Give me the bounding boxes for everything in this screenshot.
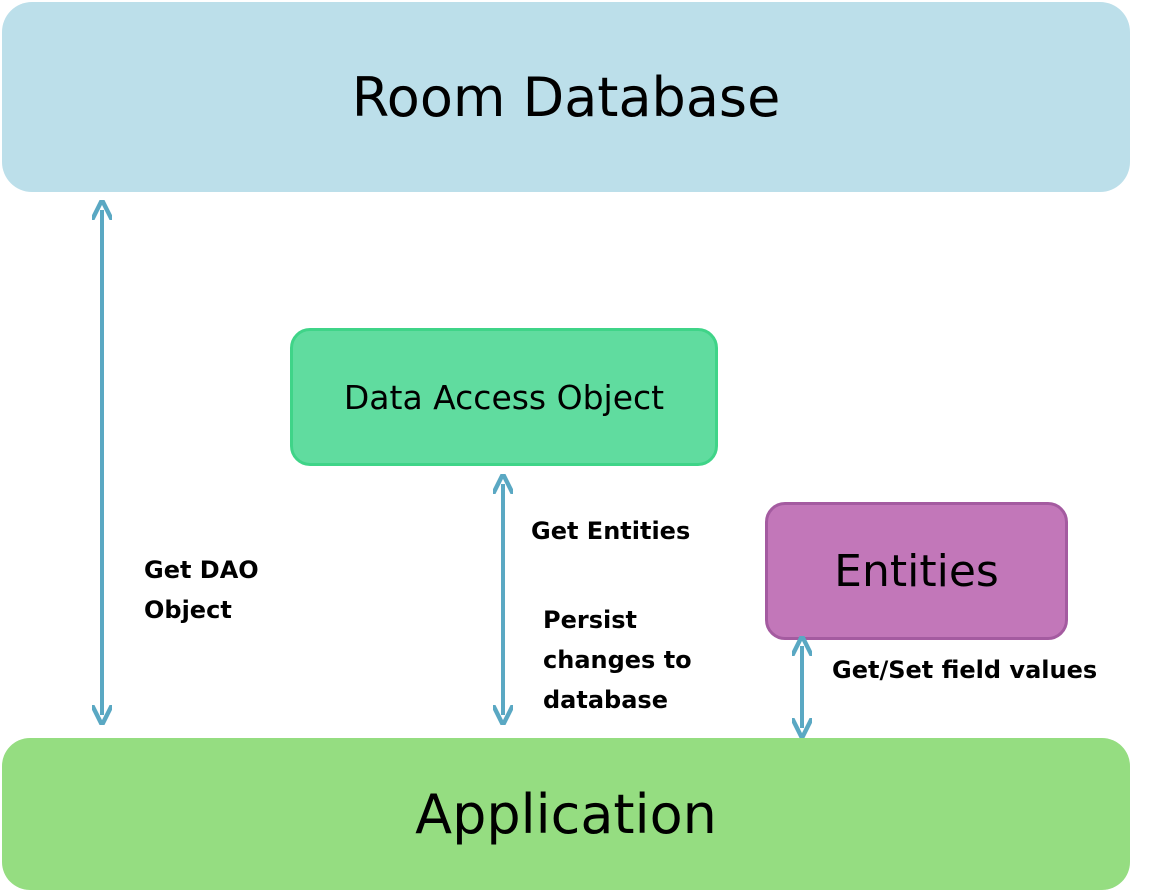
get-set-label-text: Get/Set field values bbox=[832, 656, 1098, 684]
get-entities-label: Get Entities bbox=[531, 511, 690, 551]
dao-title: Data Access Object bbox=[343, 377, 665, 417]
persist-label-line2: changes to bbox=[543, 646, 692, 674]
persist-label-line1: Persist bbox=[543, 606, 637, 634]
room-database-title: Room Database bbox=[351, 65, 781, 129]
application-box: Application bbox=[2, 738, 1130, 890]
room-database-box: Room Database bbox=[2, 2, 1130, 192]
application-title: Application bbox=[415, 782, 717, 846]
entities-title: Entities bbox=[834, 545, 999, 597]
get-dao-label-line1: Get DAO bbox=[144, 556, 259, 584]
entities-box: Entities bbox=[765, 502, 1068, 640]
get-dao-label: Get DAO Object bbox=[144, 550, 259, 630]
persist-label-line3: database bbox=[543, 686, 668, 714]
persist-label: Persist changes to database bbox=[543, 600, 692, 720]
dao-box: Data Access Object bbox=[290, 328, 718, 466]
get-entities-label-text: Get Entities bbox=[531, 517, 691, 545]
get-set-label: Get/Set field values bbox=[832, 650, 1097, 690]
get-dao-label-line2: Object bbox=[144, 596, 232, 624]
